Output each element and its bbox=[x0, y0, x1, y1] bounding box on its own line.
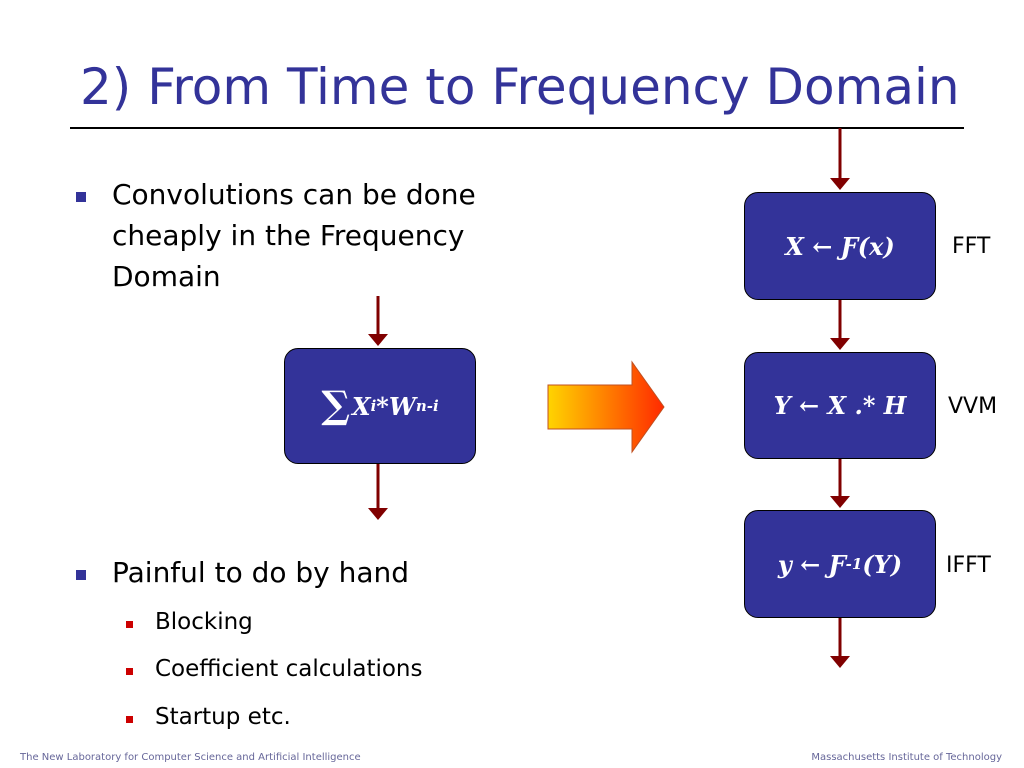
bullet-square-icon bbox=[76, 192, 86, 202]
bullet-item-painful: Painful to do by hand bbox=[76, 556, 516, 593]
bullet-item-convolutions: Convolutions can be done cheaply in the … bbox=[76, 178, 516, 297]
sub-bullet-square-icon bbox=[126, 716, 133, 723]
sub-bullet-square-icon bbox=[126, 621, 133, 628]
ifft-expression-pre: y ← Ƒ bbox=[777, 549, 846, 579]
sum-subscript-ni: n-i bbox=[415, 397, 439, 415]
sub-bullet-item-startup: Startup etc. bbox=[126, 704, 291, 731]
vvm-label: VVM bbox=[948, 394, 998, 419]
footer-right-text: Massachusetts Institute of Technology bbox=[811, 752, 1002, 763]
ifft-expression-post: (Y) bbox=[862, 549, 903, 579]
arrow-fft-to-vvm bbox=[830, 298, 850, 350]
sub-bullet-item-coefficients: Coefficient calculations bbox=[126, 656, 423, 683]
title-underline bbox=[70, 127, 964, 129]
arrow-out-of-ifft-box bbox=[830, 616, 850, 668]
arrow-out-of-sum-box bbox=[368, 462, 388, 520]
sum-term-w: *W bbox=[376, 391, 416, 421]
ifft-expression-sup: -1 bbox=[845, 555, 863, 573]
arrow-into-sum-box bbox=[368, 296, 388, 346]
sigma-symbol: ∑ bbox=[321, 381, 350, 427]
vvm-expression: Y ← X .* H bbox=[773, 391, 907, 420]
big-transform-arrow bbox=[547, 360, 665, 454]
bullet-square-icon bbox=[76, 570, 86, 580]
ifft-box: y ← Ƒ-1(Y) bbox=[744, 510, 936, 618]
arrow-vvm-to-ifft bbox=[830, 457, 850, 508]
bullet-text: Painful to do by hand bbox=[112, 556, 410, 589]
sub-bullet-text: Blocking bbox=[155, 609, 253, 635]
sum-subscript-i: i bbox=[370, 397, 377, 415]
fft-label: FFT bbox=[952, 234, 991, 259]
bullet-text: Convolutions can be done cheaply in the … bbox=[112, 178, 476, 293]
vvm-box: Y ← X .* H bbox=[744, 352, 936, 459]
sub-bullet-text: Startup etc. bbox=[155, 704, 291, 730]
sub-bullet-square-icon bbox=[126, 668, 133, 675]
arrow-into-fft-box bbox=[830, 128, 850, 190]
sub-bullet-text: Coefficient calculations bbox=[155, 656, 423, 682]
fft-box: X ← Ƒ(x) bbox=[744, 192, 936, 300]
slide-title: 2) From Time to Frequency Domain bbox=[80, 58, 960, 116]
fft-expression: X ← Ƒ(x) bbox=[785, 231, 895, 261]
footer-left-text: The New Laboratory for Computer Science … bbox=[20, 752, 361, 763]
sub-bullet-item-blocking: Blocking bbox=[126, 609, 253, 636]
ifft-label: IFFT bbox=[946, 553, 991, 578]
sum-term-x: X bbox=[351, 391, 371, 421]
